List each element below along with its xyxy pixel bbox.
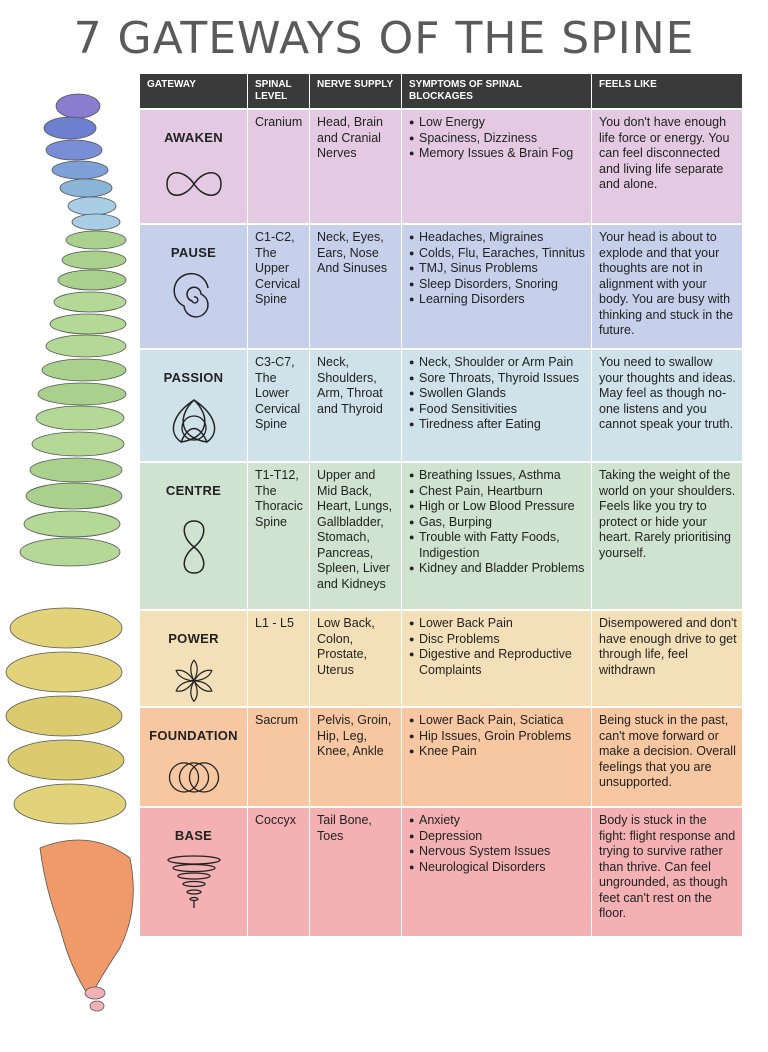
nerve-supply: Head, Brain and Cranial Nerves <box>309 108 401 223</box>
spinal-level: C3-C7, The Lower Cervical Spine <box>247 348 309 461</box>
page-title: 7 GATEWAYS OF THE SPINE <box>73 13 695 64</box>
symptom-item: Gas, Burping <box>409 515 586 531</box>
symptom-item: Swollen Glands <box>409 386 586 402</box>
spine-illustration <box>5 93 134 1012</box>
nerve-supply: Neck, Eyes, Ears, Nose And Sinuses <box>309 223 401 348</box>
feels-like: Body is stuck in the fight: flight respo… <box>591 806 742 936</box>
symptom-item: Neck, Shoulder or Arm Pain <box>409 355 586 371</box>
feels-like: You need to swallow your thoughts and id… <box>591 348 742 461</box>
header-feels-like: FEELS LIKE <box>591 74 742 108</box>
gateway-name: PASSION <box>163 370 224 385</box>
symptom-item: Knee Pain <box>409 744 586 760</box>
gateway-cell-centre: CENTRE <box>140 461 247 609</box>
header-gateway: GATEWAY <box>140 74 247 108</box>
feels-like: Being stuck in the past, can't move forw… <box>591 706 742 806</box>
triquetra-icon <box>172 398 215 443</box>
feels-like: You don't have enough life force or ener… <box>591 108 742 223</box>
feels-like: Taking the weight of the world on your s… <box>591 461 742 609</box>
symptom-item: Headaches, Migraines <box>409 230 586 246</box>
figure-eight-icon <box>183 519 204 574</box>
symptom-item: Learning Disorders <box>409 292 586 308</box>
spinal-level: C1-C2, The Upper Cervical Spine <box>247 223 309 348</box>
nerve-supply: Upper and Mid Back, Heart, Lungs, Gallbl… <box>309 461 401 609</box>
gateway-cell-foundation: FOUNDATION <box>140 706 247 806</box>
symptoms-list: Breathing Issues, Asthma Chest Pain, Hea… <box>401 461 591 609</box>
symptom-item: Digestive and Reproductive Complaints <box>409 647 586 678</box>
gateway-cell-pause: PAUSE <box>140 223 247 348</box>
flower-icon <box>174 658 213 702</box>
spinal-level: Coccyx <box>247 806 309 936</box>
symptoms-list: Neck, Shoulder or Arm Pain Sore Throats,… <box>401 348 591 461</box>
symptom-item: Lower Back Pain, Sciatica <box>409 713 586 729</box>
symptom-item: Disc Problems <box>409 632 586 648</box>
nerve-supply: Pelvis, Groin, Hip, Leg, Knee, Ankle <box>309 706 401 806</box>
feels-like: Your head is about to explode and that y… <box>591 223 742 348</box>
symptoms-list: Headaches, Migraines Colds, Flu, Earache… <box>401 223 591 348</box>
gateway-name: PAUSE <box>170 245 217 260</box>
interlocking-circles-icon <box>168 761 219 793</box>
vortex-icon <box>166 854 221 908</box>
gateway-name: FOUNDATION <box>149 728 238 743</box>
symptom-item: Breathing Issues, Asthma <box>409 468 586 484</box>
symptom-item: Tiredness after Eating <box>409 417 586 433</box>
symptom-item: Spaciness, Dizziness <box>409 131 586 147</box>
symptom-item: Depression <box>409 829 586 845</box>
symptom-item: Trouble with Fatty Foods, Indigestion <box>409 530 586 561</box>
spinal-level: L1 - L5 <box>247 609 309 706</box>
symptoms-list: Anxiety Depression Nervous System Issues… <box>401 806 591 936</box>
spinal-level: Cranium <box>247 108 309 223</box>
gateway-name: BASE <box>174 828 213 843</box>
gateway-name: AWAKEN <box>164 130 223 145</box>
symptom-item: Food Sensitivities <box>409 402 586 418</box>
nerve-supply: Neck, Shoulders, Arm, Throat and Thyroid <box>309 348 401 461</box>
gateway-name: POWER <box>168 631 219 646</box>
header-spinal-level: SPINAL LEVEL <box>247 74 309 108</box>
symptom-item: Low Energy <box>409 115 586 131</box>
feels-like: Disempowered and don't have enough drive… <box>591 609 742 706</box>
spinal-level: Sacrum <box>247 706 309 806</box>
header-symptoms: SYMPTOMS OF SPINAL BLOCKAGES <box>401 74 591 108</box>
symptom-item: Kidney and Bladder Problems <box>409 561 586 577</box>
symptoms-list: Lower Back Pain, Sciatica Hip Issues, Gr… <box>401 706 591 806</box>
spinal-level: T1-T12, The Thoracic Spine <box>247 461 309 609</box>
symptom-item: TMJ, Sinus Problems <box>409 261 586 277</box>
symptom-item: Neurological Disorders <box>409 860 586 876</box>
gateway-cell-awaken: AWAKEN <box>140 108 247 223</box>
gateway-cell-base: BASE <box>140 806 247 936</box>
symptom-item: Colds, Flu, Earaches, Tinnitus <box>409 246 586 262</box>
symptom-item: Lower Back Pain <box>409 616 586 632</box>
gateway-cell-passion: PASSION <box>140 348 247 461</box>
symptom-item: Sore Throats, Thyroid Issues <box>409 371 586 387</box>
symptom-item: High or Low Blood Pressure <box>409 499 586 515</box>
header-nerve-supply: NERVE SUPPLY <box>309 74 401 108</box>
gateway-name: CENTRE <box>165 483 222 498</box>
symptom-item: Nervous System Issues <box>409 844 586 860</box>
symptom-item: Chest Pain, Heartburn <box>409 484 586 500</box>
nerve-supply: Low Back, Colon, Prostate, Uterus <box>309 609 401 706</box>
symptom-item: Anxiety <box>409 813 586 829</box>
spiral-icon <box>172 272 209 318</box>
symptom-item: Memory Issues & Brain Fog <box>409 146 586 162</box>
infinity-icon <box>165 171 222 196</box>
symptoms-list: Lower Back Pain Disc Problems Digestive … <box>401 609 591 706</box>
gateway-cell-power: POWER <box>140 609 247 706</box>
symptoms-list: Low Energy Spaciness, Dizziness Memory I… <box>401 108 591 223</box>
symptom-item: Hip Issues, Groin Problems <box>409 729 586 745</box>
gateways-table: GATEWAY SPINAL LEVEL NERVE SUPPLY SYMPTO… <box>140 74 742 936</box>
symptom-item: Sleep Disorders, Snoring <box>409 277 586 293</box>
nerve-supply: Tail Bone, Toes <box>309 806 401 936</box>
